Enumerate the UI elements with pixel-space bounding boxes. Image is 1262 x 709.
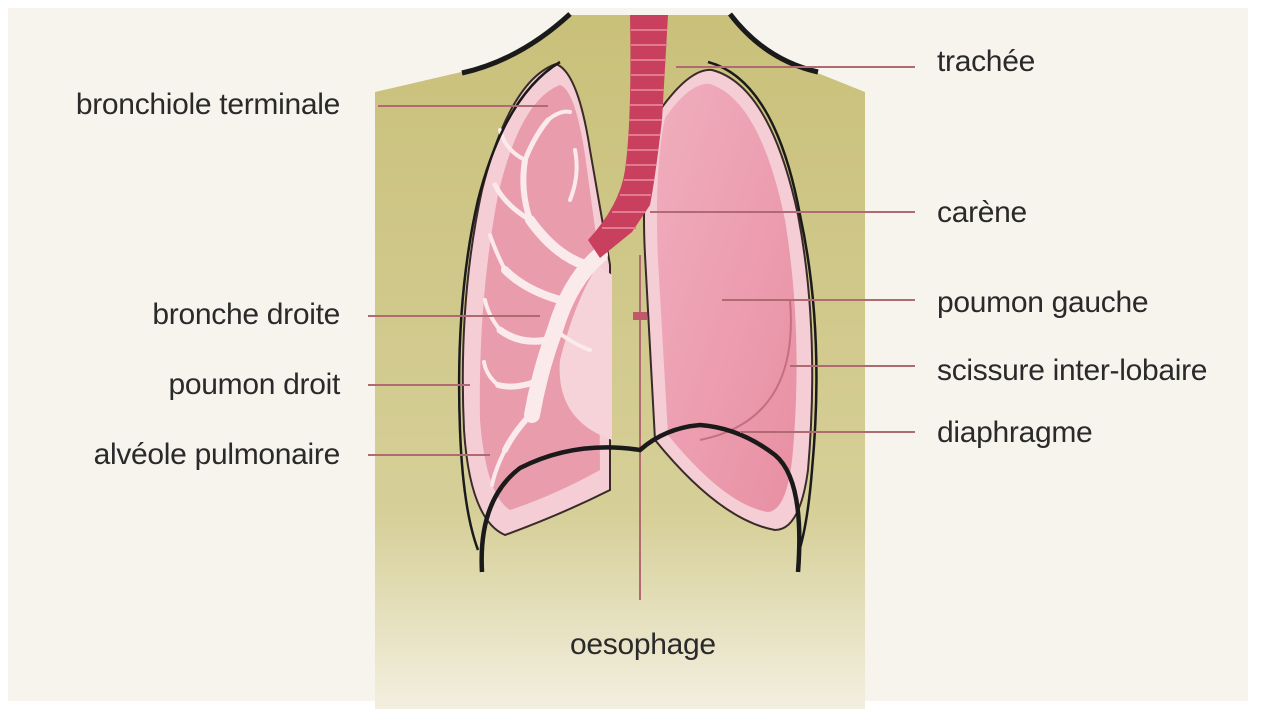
label-carene: carène	[937, 198, 1027, 228]
label-trachee: trachée	[937, 47, 1035, 77]
label-diaphragme: diaphragme	[937, 418, 1092, 448]
label-alveole-pulmonaire: alvéole pulmonaire	[94, 440, 340, 470]
label-oesophage: oesophage	[570, 630, 716, 660]
label-poumon-gauche: poumon gauche	[937, 288, 1148, 318]
label-bronche-droite: bronche droite	[152, 300, 340, 330]
oesophagus-marker	[633, 312, 647, 320]
label-bronchiole-terminale: bronchiole terminale	[76, 90, 340, 120]
label-poumon-droit: poumon droit	[168, 370, 340, 400]
label-scissure-inter-lobaire: scissure inter-lobaire	[937, 356, 1255, 386]
